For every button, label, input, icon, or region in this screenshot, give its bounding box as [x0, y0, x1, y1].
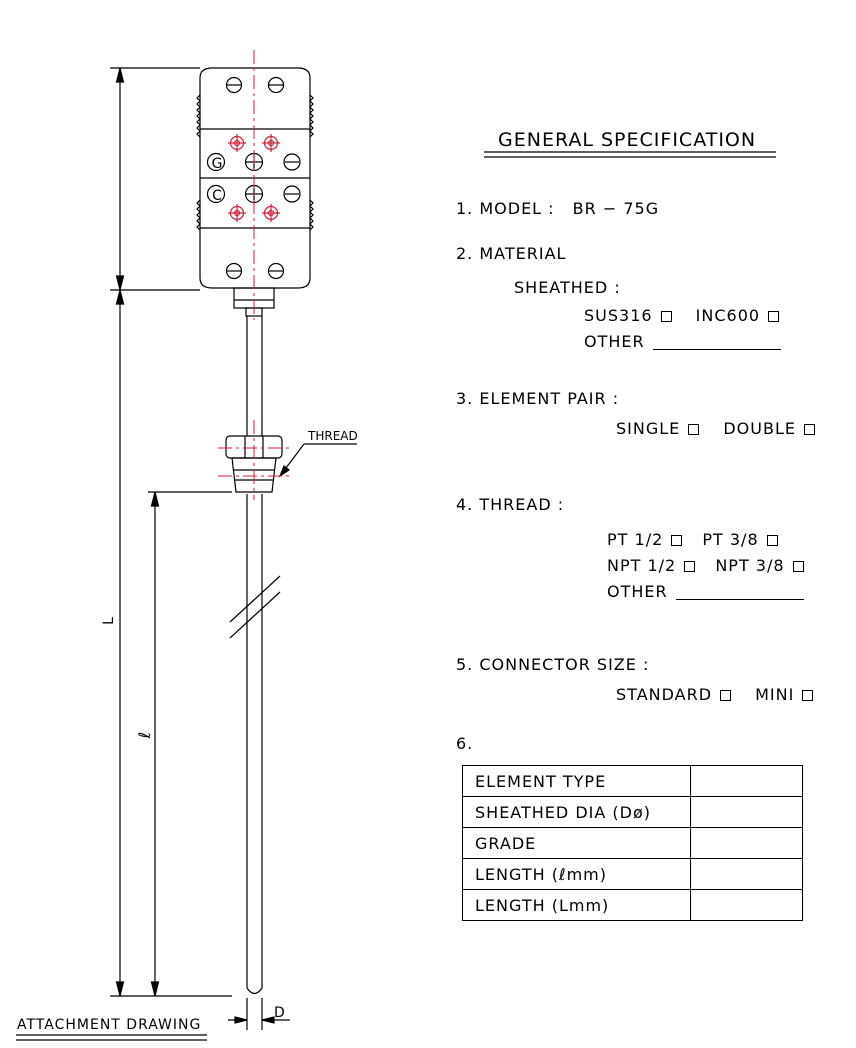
item-6-label: 6.	[456, 734, 474, 753]
terminal-mark-g: G	[212, 156, 223, 172]
element-pair-label: 3. ELEMENT PAIR :	[456, 389, 620, 408]
thread-label: 4. THREAD :	[456, 495, 565, 514]
dimension-l-upper: L	[101, 617, 117, 625]
material-other-label: OTHER	[584, 332, 645, 351]
spec-table: ELEMENT TYPE SHEATHED DIA (Dø) GRADE LEN…	[462, 765, 803, 921]
thread-options-row1: PT 1/2 PT 3/8	[607, 530, 778, 549]
row-value[interactable]	[690, 858, 803, 890]
dimension-lines	[110, 67, 290, 1030]
table-row: LENGTH (ℓmm)	[462, 858, 803, 890]
mini-checkbox[interactable]	[802, 690, 814, 701]
dimension-d: D	[274, 1005, 285, 1021]
row-label: SHEATHED DIA (Dø)	[462, 796, 691, 828]
connector-head	[196, 67, 314, 289]
inc600-checkbox[interactable]	[768, 311, 780, 322]
table-row: ELEMENT TYPE	[462, 765, 803, 797]
single-checkbox[interactable]	[688, 424, 700, 435]
sus316-label: SUS316	[584, 306, 653, 325]
attachment-drawing-label: ATTACHMENT DRAWING	[17, 1017, 201, 1033]
centerlines	[218, 50, 292, 500]
thread-other-blank[interactable]	[675, 585, 804, 600]
npt-half-checkbox[interactable]	[684, 561, 696, 572]
single-label: SINGLE	[616, 419, 681, 438]
standard-label: STANDARD	[616, 685, 713, 704]
terminal-mark-c: C	[212, 188, 222, 204]
table-row: GRADE	[462, 827, 803, 859]
compression-fitting	[225, 435, 357, 493]
thread-other: OTHER	[607, 582, 804, 601]
dimension-l-lower: ℓ	[135, 732, 154, 740]
model-value: BR − 75G	[572, 199, 660, 218]
thread-callout: THREAD	[307, 429, 358, 443]
table-row: LENGTH (Lmm)	[462, 889, 803, 921]
thread-other-label: OTHER	[607, 582, 668, 601]
table-row: SHEATHED DIA (Dø)	[462, 796, 803, 828]
row-value[interactable]	[690, 765, 803, 797]
inc600-label: INC600	[695, 306, 761, 325]
model-row: 1. MODEL : BR − 75G	[456, 199, 659, 218]
material-label: 2. MATERIAL	[456, 244, 567, 263]
npt-half-label: NPT 1/2	[607, 556, 677, 575]
npt-three-eighths-label: NPT 3/8	[715, 556, 785, 575]
connector-options: STANDARD MINI	[616, 685, 814, 704]
row-label: ELEMENT TYPE	[462, 765, 691, 797]
connector-size-label: 5. CONNECTOR SIZE :	[456, 655, 650, 674]
mini-label: MINI	[755, 685, 795, 704]
material-other: OTHER	[584, 332, 781, 351]
thread-options-row2: NPT 1/2 NPT 3/8	[607, 556, 804, 575]
row-value[interactable]	[690, 889, 803, 921]
pt-half-checkbox[interactable]	[671, 535, 683, 546]
double-checkbox[interactable]	[803, 424, 815, 435]
row-label: LENGTH (Lmm)	[462, 889, 691, 921]
row-label: LENGTH (ℓmm)	[462, 858, 691, 890]
pt-half-label: PT 1/2	[607, 530, 664, 549]
title-underline	[484, 151, 776, 158]
pt-three-eighths-checkbox[interactable]	[766, 535, 778, 546]
material-options: SUS316 INC600	[584, 306, 780, 325]
spec-title: GENERAL SPECIFICATION	[498, 129, 757, 151]
terminal-pins	[228, 134, 280, 222]
npt-three-eighths-checkbox[interactable]	[792, 561, 804, 572]
model-label: 1. MODEL :	[456, 199, 555, 218]
double-label: DOUBLE	[723, 419, 796, 438]
element-pair-options: SINGLE DOUBLE	[616, 419, 815, 438]
row-value[interactable]	[690, 827, 803, 859]
sus316-checkbox[interactable]	[660, 311, 672, 322]
sheath-tube	[229, 316, 281, 995]
standard-checkbox[interactable]	[720, 690, 732, 701]
material-other-blank[interactable]	[652, 335, 781, 350]
row-value[interactable]	[690, 796, 803, 828]
row-label: GRADE	[462, 827, 691, 859]
sheathed-label: SHEATHED :	[514, 278, 621, 297]
pt-three-eighths-label: PT 3/8	[702, 530, 759, 549]
